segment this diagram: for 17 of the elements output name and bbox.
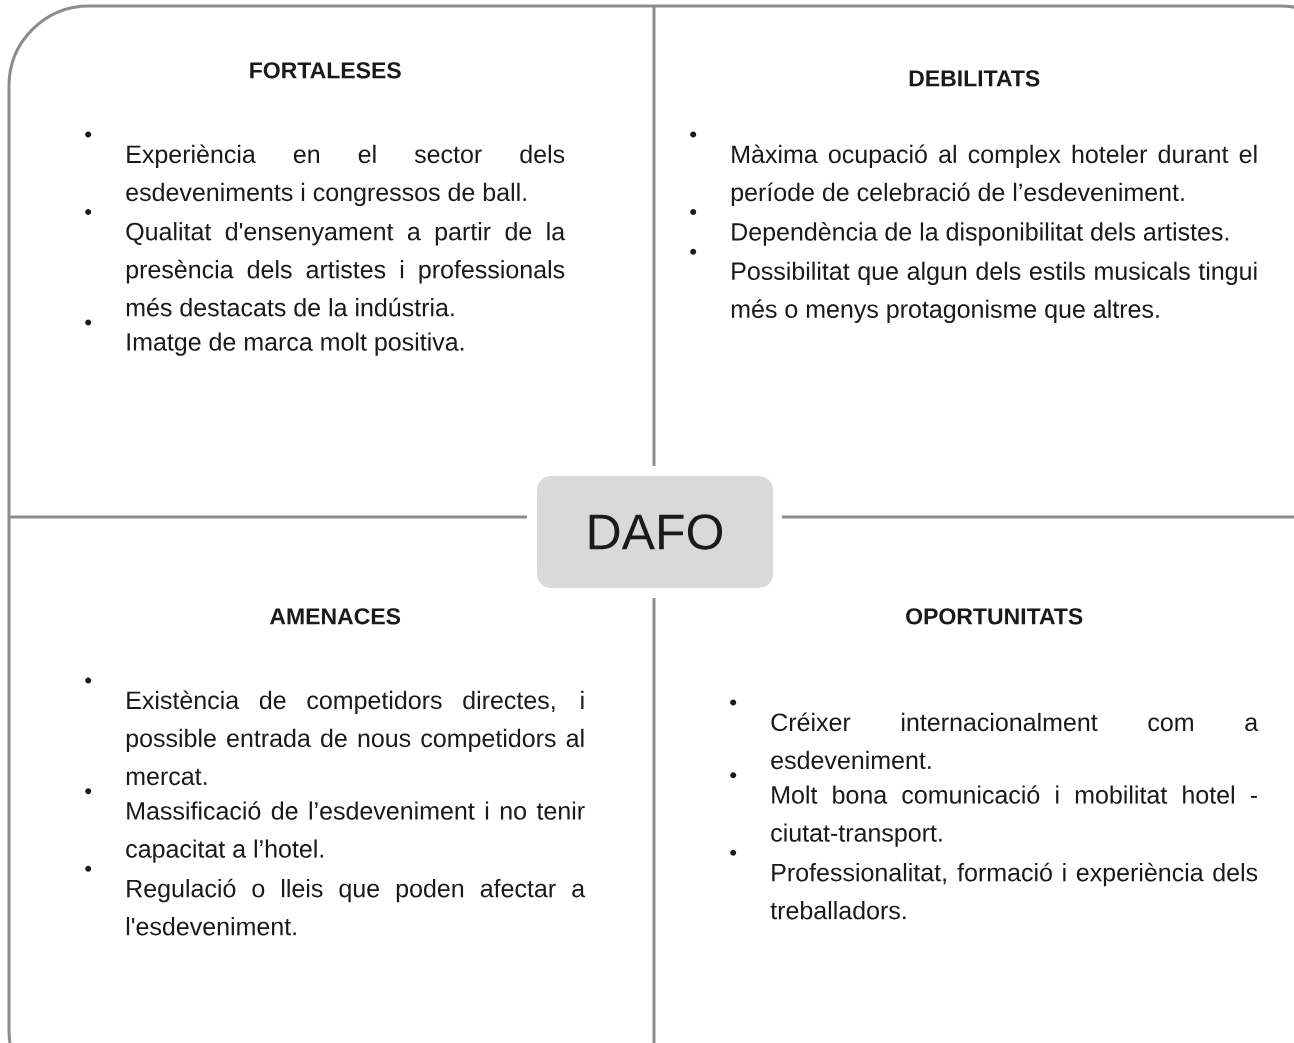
- title-box: DAFO: [537, 476, 773, 588]
- bullet-item: Experiència en el sector dels esdeveniments i congressos de ball.: [126, 144, 565, 207]
- bullet-item: Possibilitat que algun dels estils musicals tingui més o menys protagonisme que altres.: [731, 261, 1257, 323]
- bullet-item: Existència de competidors directes, i possible entrada de nous competidors al mercat.: [126, 690, 584, 786]
- bullet-item: Màxima ocupació al complex hoteler durant el període de celebració de l’esdeveniment.: [731, 144, 1257, 207]
- quadrant-heading: AMENACES: [269, 608, 401, 625]
- bullet-item: Massificació de l’esdeveniment i no tenir capacitat a l’hotel.: [126, 801, 585, 863]
- bullet-item: Molt bona comunicació i mobilitat hotel -ciutat-transport.: [771, 785, 1257, 847]
- quadrant-heading: OPORTUNITATS: [906, 608, 1083, 625]
- quadrant-heading: DEBILITATS: [909, 70, 1040, 87]
- quadrant-heading: FORTALESES: [250, 62, 401, 79]
- bullet-item: Qualitat d'ensenyament a partir de la presència dels artistes i professionals més destacats de la indústria.: [126, 222, 566, 317]
- bullet-item: Dependència de la disponibilitat dels artistes.: [732, 222, 1229, 246]
- bullet-item: Imatge de marca molt positiva.: [127, 332, 464, 356]
- bullet-item: Regulació o lleis que poden afectar a l'esdeveniment.: [126, 878, 586, 936]
- bullet-item: Créixer internacionalment com a esdeveniment.: [771, 712, 1259, 770]
- bullet-item: Professionalitat, formació i experiència dels treballadors.: [770, 862, 1258, 920]
